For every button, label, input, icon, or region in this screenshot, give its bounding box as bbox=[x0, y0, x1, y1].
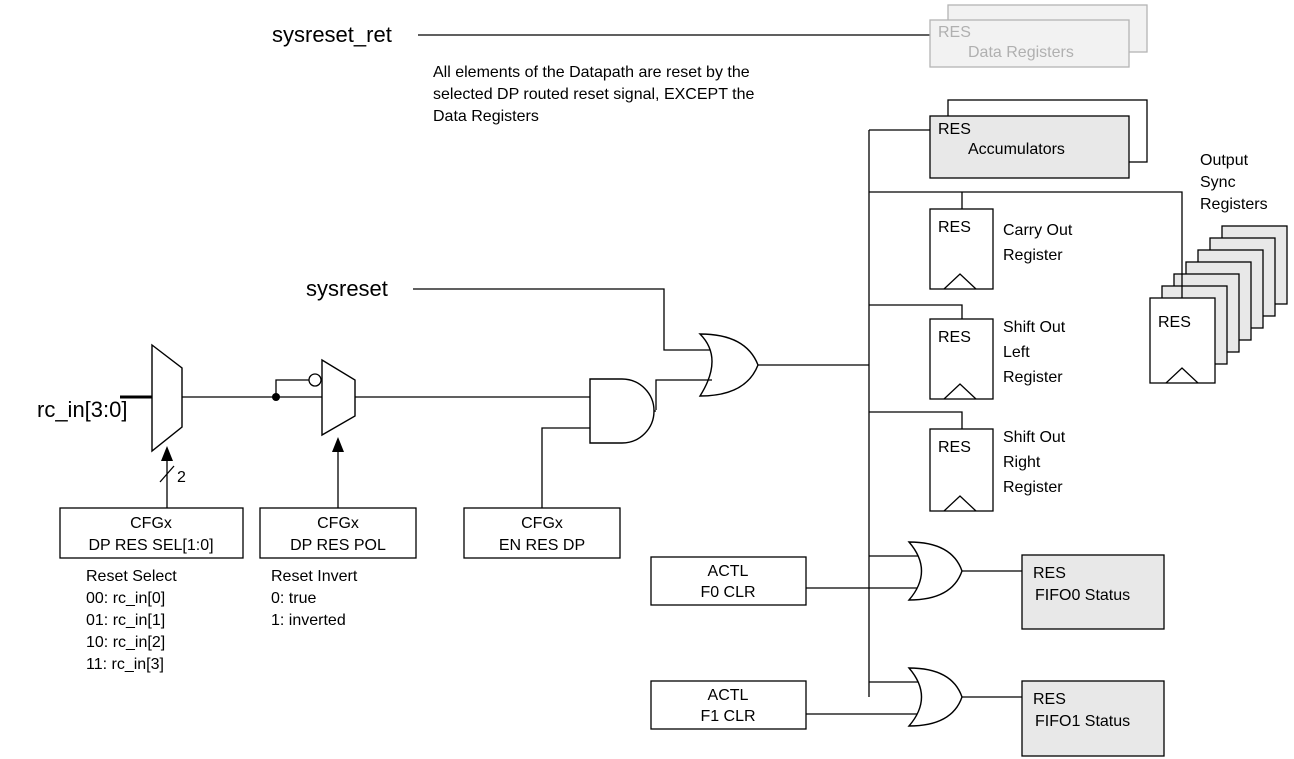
note-line-1: All elements of the Datapath are reset b… bbox=[433, 64, 750, 81]
svg-text:Register: Register bbox=[1003, 479, 1063, 496]
output-sync-res: RES bbox=[1158, 314, 1191, 331]
svg-text:Reset Select: Reset Select bbox=[86, 568, 177, 585]
inverter-bubble bbox=[308, 373, 322, 387]
note-line-3: Data Registers bbox=[433, 108, 539, 125]
note-line-2: selected DP routed reset signal, EXCEPT … bbox=[433, 86, 754, 103]
bus-width-slash bbox=[159, 465, 175, 483]
svg-text:Carry Out: Carry Out bbox=[1003, 222, 1073, 239]
svg-text:RES: RES bbox=[938, 219, 971, 236]
accumulators-label: Accumulators bbox=[968, 141, 1065, 158]
actl-f1-clr-box: ACTL F1 CLR bbox=[650, 680, 807, 730]
output-sync-registers-stack: RES bbox=[1149, 225, 1288, 384]
pol-arrowhead bbox=[332, 437, 344, 452]
svg-text:DP RES SEL[1:0]: DP RES SEL[1:0] bbox=[88, 537, 213, 554]
shift-out-right-register: RES Shift Out Right Register bbox=[929, 428, 1066, 512]
svg-text:Register: Register bbox=[1003, 247, 1063, 264]
svg-text:01: rc_in[1]: 01: rc_in[1] bbox=[86, 612, 165, 629]
svg-text:ACTL: ACTL bbox=[708, 563, 749, 580]
svg-text:RES: RES bbox=[1033, 565, 1066, 582]
reset-invert-legend: Reset Invert 0: true 1: inverted bbox=[271, 568, 358, 629]
svg-text:ACTL: ACTL bbox=[708, 687, 749, 704]
svg-text:00: rc_in[0]: 00: rc_in[0] bbox=[86, 590, 165, 607]
sel-arrowhead bbox=[161, 446, 173, 461]
actl-f0-clr-box: ACTL F0 CLR bbox=[650, 556, 807, 606]
svg-text:Output: Output bbox=[1200, 152, 1249, 169]
svg-text:CFGx: CFGx bbox=[521, 515, 563, 532]
svg-text:RES: RES bbox=[1033, 691, 1066, 708]
data-registers-label: Data Registers bbox=[968, 44, 1074, 61]
svg-text:Register: Register bbox=[1003, 369, 1063, 386]
svg-text:F1 CLR: F1 CLR bbox=[700, 708, 755, 725]
svg-text:CFGx: CFGx bbox=[130, 515, 172, 532]
shift-out-left-register: RES Shift Out Left Register bbox=[929, 318, 1066, 400]
en-res-wire bbox=[541, 427, 590, 512]
reset-select-mux bbox=[151, 343, 183, 453]
output-sync-registers-label: Output Sync Registers bbox=[1200, 152, 1268, 213]
svg-text:1: inverted: 1: inverted bbox=[271, 612, 346, 629]
cfg-en-res-dp-box: CFGx EN RES DP bbox=[463, 507, 621, 559]
svg-text:F0 CLR: F0 CLR bbox=[700, 584, 755, 601]
svg-text:FIFO0 Status: FIFO0 Status bbox=[1035, 587, 1130, 604]
svg-text:RES: RES bbox=[938, 329, 971, 346]
reset-select-legend: Reset Select 00: rc_in[0] 01: rc_in[1] 1… bbox=[86, 568, 177, 673]
rc-in-label: rc_in[3:0] bbox=[37, 397, 128, 422]
data-registers-res: RES bbox=[938, 24, 971, 41]
accumulators-block: RES Accumulators bbox=[929, 99, 1148, 179]
carry-out-register: RES Carry Out Register bbox=[929, 208, 1073, 290]
svg-text:CFGx: CFGx bbox=[317, 515, 359, 532]
cfg-dp-res-pol-box: CFGx DP RES POL bbox=[259, 507, 417, 559]
fifo0-or-gate bbox=[907, 541, 963, 601]
enable-and-gate bbox=[589, 378, 655, 444]
output-sync-reset-wire bbox=[869, 191, 1183, 298]
svg-text:Reset Invert: Reset Invert bbox=[271, 568, 358, 585]
accumulators-res: RES bbox=[938, 121, 971, 138]
sysreset-label: sysreset bbox=[306, 276, 388, 301]
svg-text:11: rc_in[3]: 11: rc_in[3] bbox=[86, 656, 164, 673]
sysreset-wire bbox=[413, 288, 710, 351]
cfg-dp-res-sel-box: CFGx DP RES SEL[1:0] bbox=[59, 507, 244, 559]
svg-text:DP RES POL: DP RES POL bbox=[290, 537, 386, 554]
svg-text:Shift Out: Shift Out bbox=[1003, 319, 1066, 336]
svg-text:EN RES DP: EN RES DP bbox=[499, 537, 585, 554]
svg-text:RES: RES bbox=[938, 439, 971, 456]
reset-polarity-mux bbox=[321, 358, 356, 437]
fifo0-status-block: RES FIFO0 Status bbox=[1021, 554, 1165, 630]
svg-text:Registers: Registers bbox=[1200, 196, 1268, 213]
svg-text:Sync: Sync bbox=[1200, 174, 1236, 191]
svg-text:0: true: 0: true bbox=[271, 590, 316, 607]
reset-or-gate bbox=[698, 333, 759, 397]
svg-text:FIFO1 Status: FIFO1 Status bbox=[1035, 713, 1130, 730]
svg-text:10: rc_in[2]: 10: rc_in[2] bbox=[86, 634, 165, 651]
reset-note: All elements of the Datapath are reset b… bbox=[433, 64, 754, 125]
sysreset-ret-label: sysreset_ret bbox=[272, 22, 392, 47]
svg-text:Shift Out: Shift Out bbox=[1003, 429, 1066, 446]
fifo1-status-block: RES FIFO1 Status bbox=[1021, 680, 1165, 757]
and-to-or-wire bbox=[655, 379, 712, 410]
data-registers-block: RES Data Registers bbox=[929, 4, 1148, 68]
svg-text:Left: Left bbox=[1003, 344, 1030, 361]
fifo1-or-gate bbox=[907, 667, 963, 727]
bus-width-label: 2 bbox=[177, 469, 186, 486]
svg-text:Right: Right bbox=[1003, 454, 1041, 471]
